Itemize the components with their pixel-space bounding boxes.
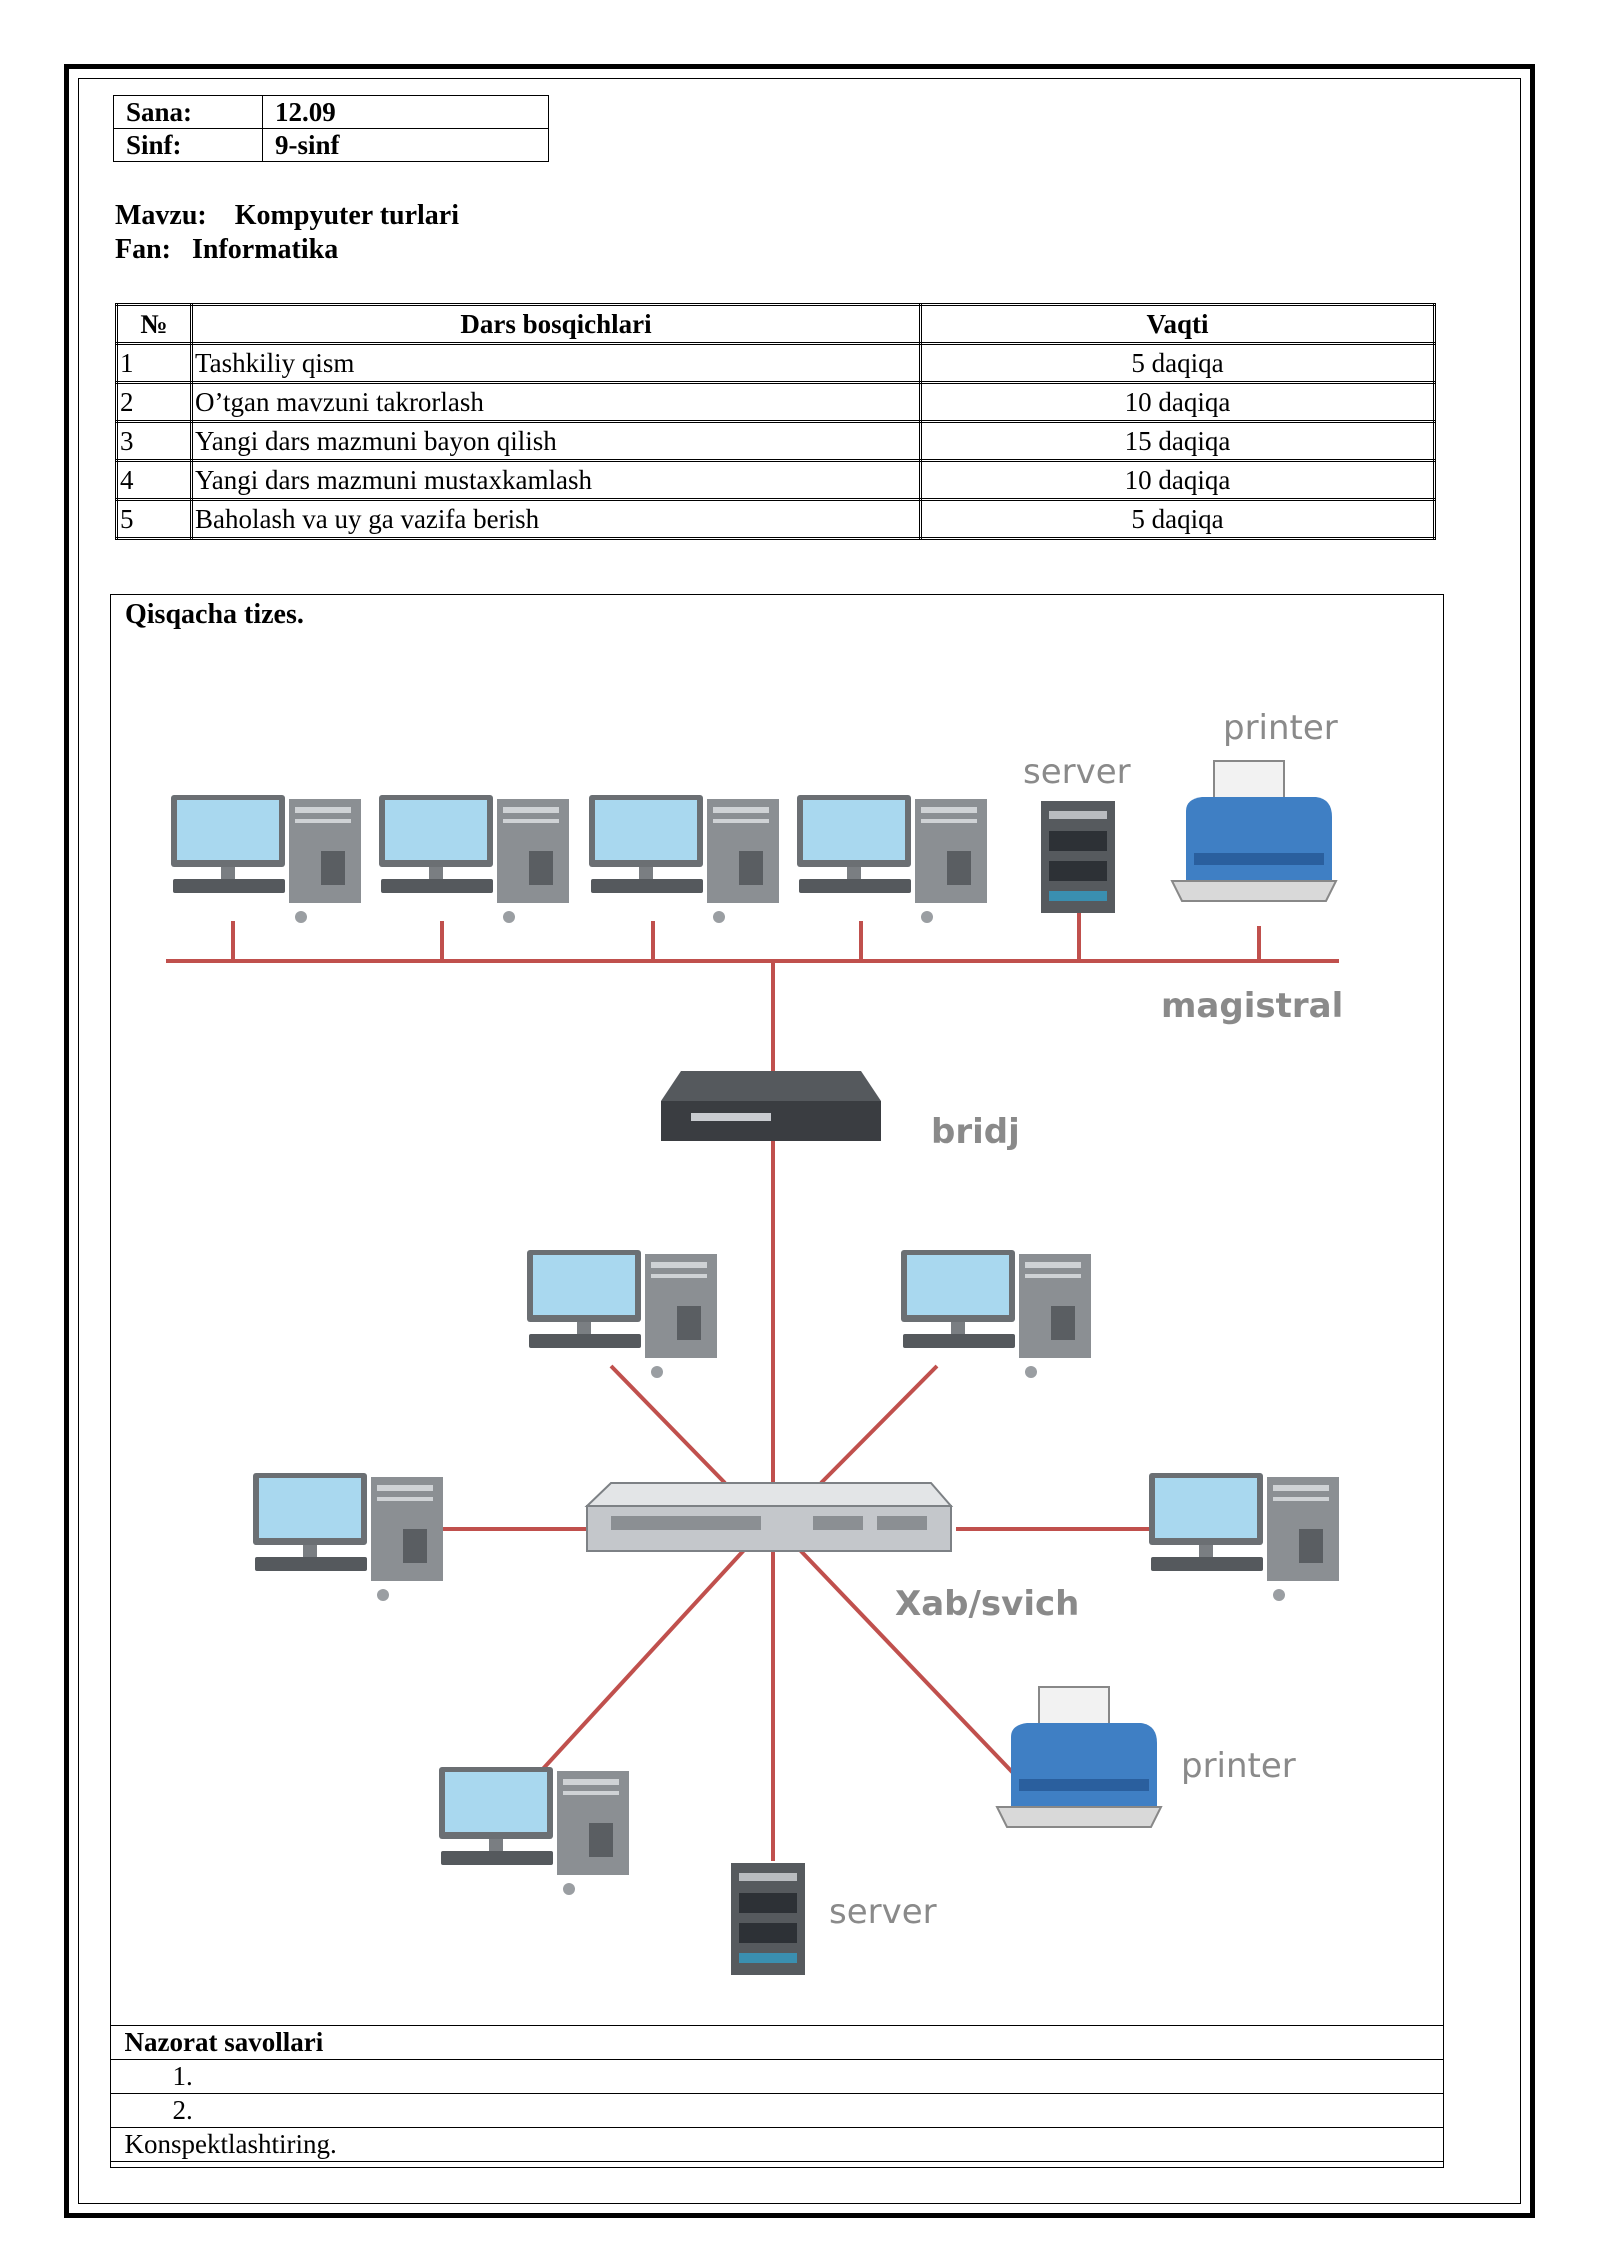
mavzu-value: Kompyuter turlari <box>234 200 459 231</box>
sinf-value: 9-sinf <box>262 128 549 162</box>
computer-icon <box>901 1250 1091 1378</box>
question-item: 2. <box>109 2093 1444 2128</box>
col-stage-header: Dars bosqichlari <box>190 303 922 345</box>
questions-footer: Konspektlashtiring. <box>109 2127 1444 2162</box>
network-diagram: server printer magistral bridj Xab/svich… <box>166 708 1343 1975</box>
table-row: 2 O’tgan mavzuni takrorlash 10 daqiqa <box>115 381 1436 423</box>
row-stage: Yangi dars mazmuni mustaxkamlash <box>190 459 922 501</box>
computer-icon <box>439 1767 629 1895</box>
fan-value: Informatika <box>192 234 339 265</box>
row-stage: O’tgan mavzuni takrorlash <box>190 381 922 423</box>
col-time-header: Vaqti <box>919 303 1436 345</box>
row-stage: Yangi dars mazmuni bayon qilish <box>190 420 922 462</box>
switch-icon <box>584 1482 954 1552</box>
topic-line: Mavzu: Kompyuter turlari <box>115 200 459 232</box>
table-row: 3 Yangi dars mazmuni bayon qilish 15 daq… <box>115 420 1436 462</box>
table-row: 5 Baholash va uy ga vazifa berish 5 daqi… <box>115 498 1436 540</box>
row-number: 3 <box>115 420 193 462</box>
row-time: 10 daqiqa <box>919 381 1436 423</box>
bridge-icon <box>661 1071 881 1141</box>
table-header-row: № Dars bosqichlari Vaqti <box>115 303 1436 345</box>
row-time: 15 daqiqa <box>919 420 1436 462</box>
date-class-table: Sana: 12.09 Sinf: 9-sinf <box>113 95 549 162</box>
row-number: 5 <box>115 498 193 540</box>
label-bus: magistral <box>1161 986 1343 1026</box>
mavzu-label: Mavzu: <box>115 200 207 231</box>
fan-label: Fan: <box>115 234 171 265</box>
label-server-bottom: server <box>829 1892 937 1932</box>
page-inner-border <box>78 78 1521 2204</box>
sana-value: 12.09 <box>262 95 549 129</box>
subject-line: Fan: Informatika <box>115 234 338 266</box>
row-stage: Baholash va uy ga vazifa berish <box>190 498 922 540</box>
summary-box: Qisqacha tizes. <box>109 594 1444 2168</box>
sinf-label: Sinf: <box>113 128 263 162</box>
computer-icon <box>527 1250 717 1378</box>
sana-label: Sana: <box>113 95 263 129</box>
summary-title: Qisqacha tizes. <box>125 599 304 630</box>
question-item: 1. <box>109 2059 1444 2094</box>
computer-icon <box>797 795 987 923</box>
label-printer-top: printer <box>1223 708 1338 748</box>
row-time: 5 daqiqa <box>919 498 1436 540</box>
row-number: 2 <box>115 381 193 423</box>
row-stage: Tashkiliy qism <box>190 342 922 384</box>
row-number: 1 <box>115 342 193 384</box>
table-row: 4 Yangi dars mazmuni mustaxkamlash 10 da… <box>115 459 1436 501</box>
printer-icon <box>1171 760 1337 902</box>
row-time: 10 daqiqa <box>919 459 1436 501</box>
network-cables <box>166 911 1339 1861</box>
row-time: 5 daqiqa <box>919 342 1436 384</box>
questions-title: Nazorat savollari <box>109 2025 1444 2060</box>
row-number: 4 <box>115 459 193 501</box>
server-icon <box>1041 801 1115 913</box>
computer-icon <box>253 1473 443 1601</box>
computer-icon <box>171 795 361 923</box>
label-server-top: server <box>1023 752 1131 792</box>
col-number-header: № <box>115 303 193 345</box>
printer-icon <box>996 1686 1162 1828</box>
computer-icon <box>589 795 779 923</box>
lesson-steps-table: № Dars bosqichlari Vaqti 1 Tashkiliy qis… <box>115 303 1436 540</box>
table-row: 1 Tashkiliy qism 5 daqiqa <box>115 342 1436 384</box>
server-icon <box>731 1863 805 1975</box>
label-printer-bottom: printer <box>1181 1746 1296 1786</box>
computer-icon <box>1149 1473 1339 1601</box>
label-bridge: bridj <box>931 1112 1020 1152</box>
label-hub: Xab/svich <box>895 1584 1079 1624</box>
computer-icon <box>379 795 569 923</box>
questions-table: Nazorat savollari 1. 2. Konspektlashtiri… <box>109 2025 1444 2162</box>
page-border <box>64 64 1535 2218</box>
